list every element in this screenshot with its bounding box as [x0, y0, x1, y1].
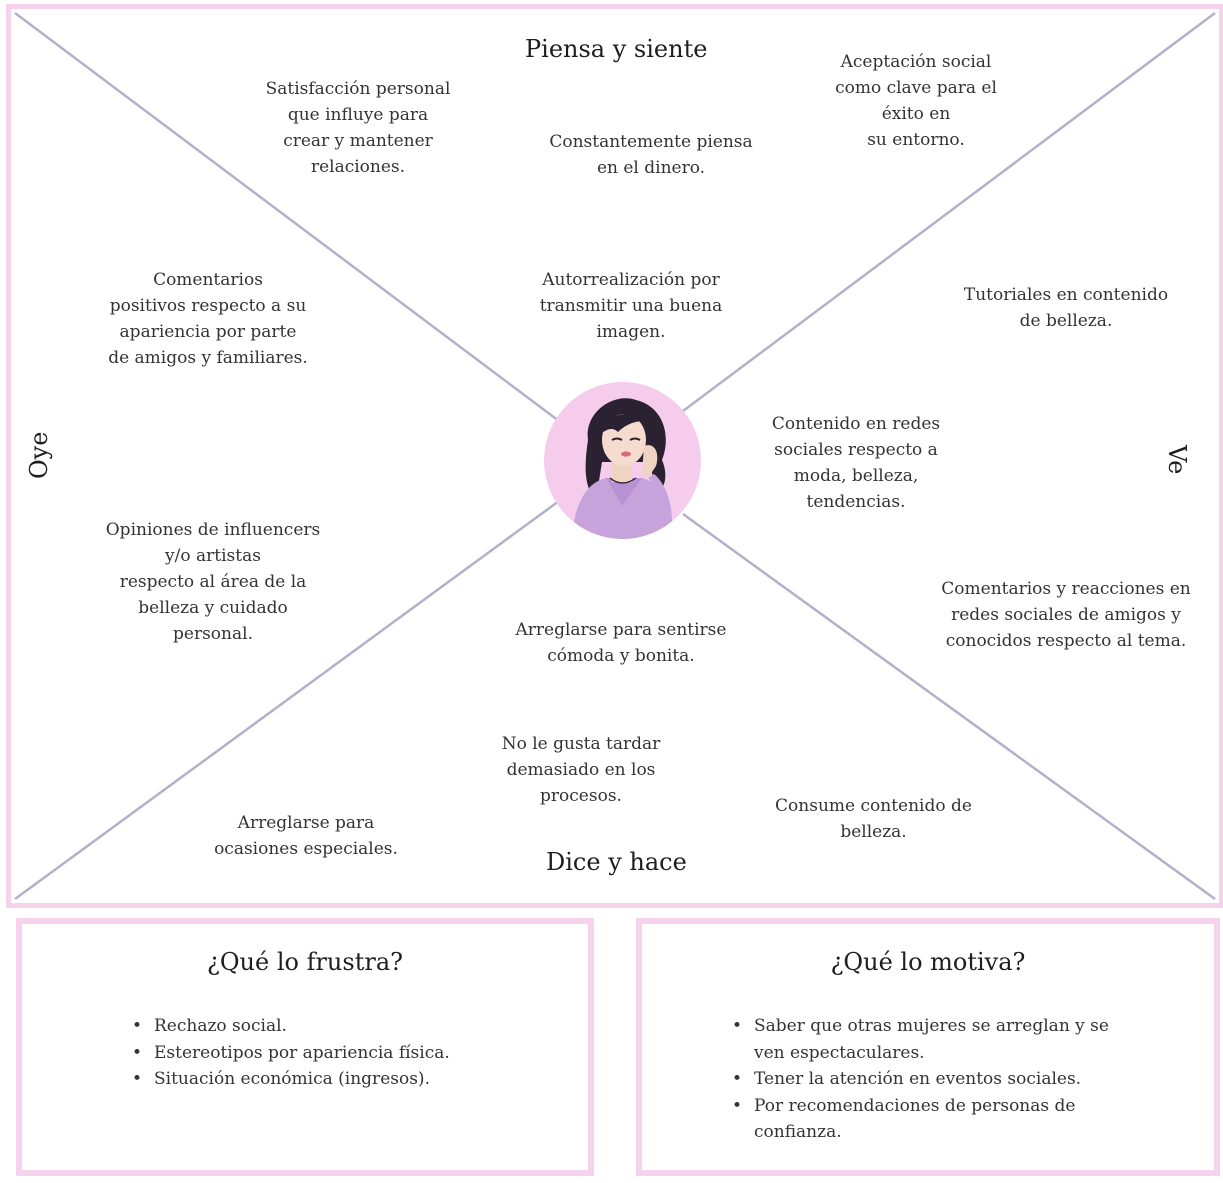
frustra-list: Rechazo social. Estereotipos por aparien… — [132, 1013, 572, 1093]
ve-note-contenido: Contenido en redes sociales respecto a m… — [771, 414, 941, 512]
quadrant-diagonals — [14, 11, 1216, 901]
dice-note-ocasiones: Arreglarse para ocasiones especiales. — [214, 813, 398, 859]
list-item: Rechazo social. — [132, 1013, 572, 1040]
diagonal-bottom-left — [14, 499, 560, 901]
list-item: Tener la atención en eventos sociales. — [732, 1066, 1132, 1093]
dice-note-procesos: No le gusta tardar demasiado en los proc… — [501, 734, 661, 806]
ve-note-tutoriales: Tutoriales en contenido de belleza. — [963, 285, 1169, 331]
ve-title: Ve — [1163, 445, 1191, 475]
oye-note-comentarios: Comentarios positivos respecto a su apar… — [108, 270, 308, 368]
piensa-note-satisfaccion: Satisfacción personal que influye para c… — [265, 79, 451, 177]
piensa-note-autorrealizacion: Autorrealización por transmitir una buen… — [539, 270, 723, 342]
motiva-card: ¿Qué lo motiva? Saber que otras mujeres … — [636, 918, 1220, 1176]
piensa-note-aceptacion: Aceptación social como clave para el éxi… — [835, 52, 997, 150]
motiva-title: ¿Qué lo motiva? — [830, 948, 1026, 976]
motiva-list: Saber que otras mujeres se arreglan y se… — [732, 1013, 1132, 1146]
list-item: Situación económica (ingresos). — [132, 1066, 572, 1093]
frustra-card: ¿Qué lo frustra? Rechazo social. Estereo… — [16, 918, 594, 1176]
list-item: Estereotipos por apariencia física. — [132, 1040, 572, 1067]
empathy-map: Piensa y siente Dice y hace Oye Ve Satis… — [6, 4, 1223, 908]
list-item: Saber que otras mujeres se arreglan y se… — [732, 1013, 1132, 1066]
diagonal-bottom-right — [682, 512, 1216, 901]
piensa-note-dinero: Constantemente piensa en el dinero. — [549, 132, 753, 178]
list-item: Por recomendaciones de personas de confi… — [732, 1093, 1132, 1146]
diagonal-top-right — [682, 11, 1216, 413]
dice-note-arreglarse: Arreglarse para sentirse cómoda y bonita… — [515, 620, 727, 666]
frustra-title: ¿Qué lo frustra? — [206, 948, 403, 976]
dice-note-consume: Consume contenido de belleza. — [775, 796, 972, 842]
piensa-siente-title: Piensa y siente — [525, 35, 708, 63]
persona-avatar — [544, 382, 701, 539]
dice-hace-title: Dice y hace — [546, 848, 687, 876]
oye-title: Oye — [25, 431, 53, 479]
ve-note-comentarios: Comentarios y reacciones en redes social… — [941, 579, 1191, 651]
woman-portrait-icon — [572, 398, 674, 539]
diagonal-top-left — [14, 12, 560, 422]
oye-note-opiniones: Opiniones de influencers y/o artistas re… — [105, 520, 321, 644]
